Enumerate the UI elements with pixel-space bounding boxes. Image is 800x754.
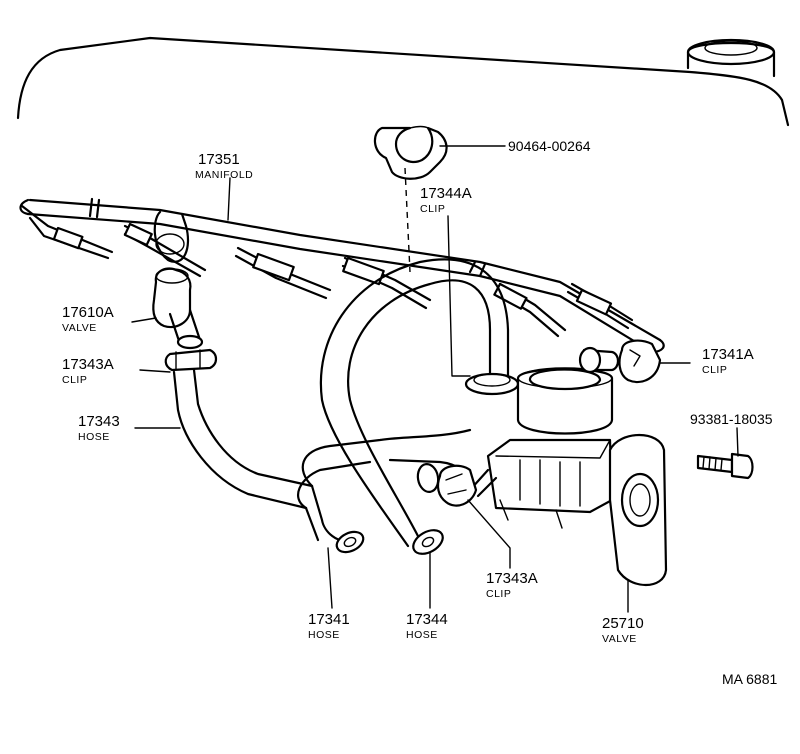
label-valve-610a-number: 17610A — [62, 304, 114, 321]
clip-dash-line — [404, 167, 411, 273]
label-clip-343a-left-number: 17343A — [62, 356, 114, 373]
label-hose-341-name: HOSE — [308, 629, 340, 641]
engine-head-outline — [16, 36, 790, 127]
clip-17341a — [618, 339, 662, 384]
label-clip-top-code: 90464-00264 — [508, 138, 591, 154]
label-valve-710-name: VALVE — [602, 633, 637, 645]
clip-17344a — [464, 372, 520, 396]
leader-lines — [131, 145, 739, 613]
label-hose-344-name: HOSE — [406, 629, 438, 641]
label-clip-343a-bottom-name: CLIP — [486, 588, 511, 600]
label-hose-344-number: 17344 — [406, 611, 448, 628]
label-clip-344a-name: CLIP — [420, 203, 445, 215]
label-clip-341a-name: CLIP — [702, 364, 727, 376]
label-hose-343-number: 17343 — [78, 413, 120, 430]
bolt-93381-18035 — [696, 452, 754, 480]
clip-17343a-left — [164, 348, 218, 372]
label-clip-341a-number: 17341A — [702, 346, 754, 363]
label-manifold-name: MANIFOLD — [195, 169, 253, 181]
label-clip-343a-bottom-number: 17343A — [486, 570, 538, 587]
label-hose-341-number: 17341 — [308, 611, 350, 628]
valve-17610a — [152, 267, 204, 350]
manifold-17351 — [19, 197, 665, 354]
label-clip-344a-number: 17344A — [420, 185, 472, 202]
label-valve-610a-name: VALVE — [62, 322, 97, 334]
hose-17343 — [172, 368, 314, 510]
hose-17344 — [319, 258, 510, 555]
hose-17341 — [297, 428, 472, 554]
clip-17343a-bottom — [436, 464, 478, 507]
label-hose-343-name: HOSE — [78, 431, 110, 443]
label-clip-343a-left-name: CLIP — [62, 374, 87, 386]
valve-25710 — [468, 346, 668, 586]
label-bolt-code: 93381-18035 — [690, 411, 773, 427]
oil-filler-cap — [686, 38, 776, 78]
figure-code: MA 6881 — [722, 671, 777, 687]
clip-90464-00264 — [373, 125, 448, 180]
label-manifold-number: 17351 — [198, 151, 240, 168]
label-valve-710-number: 25710 — [602, 615, 644, 632]
